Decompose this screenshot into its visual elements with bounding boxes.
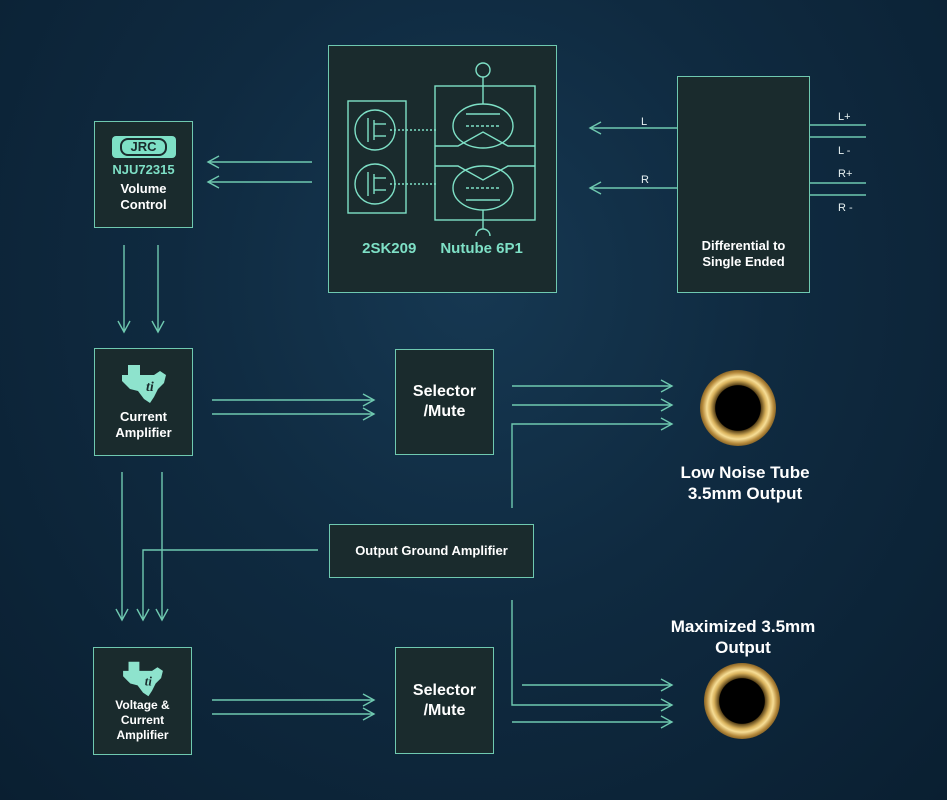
current-amplifier-box: ti Current Amplifier bbox=[94, 348, 193, 456]
selector-mute-bottom-box: Selector /Mute bbox=[395, 647, 494, 754]
volume-chip-label: NJU72315 bbox=[112, 162, 175, 177]
output-ground-amplifier-box: Output Ground Amplifier bbox=[329, 524, 534, 578]
input-l-plus-label: L+ bbox=[838, 111, 851, 123]
volume-label: Volume Control bbox=[120, 181, 167, 212]
ti-logo-icon: ti bbox=[122, 661, 163, 696]
svg-text:ti: ti bbox=[144, 674, 152, 688]
wire-ground-to-jack-top bbox=[511, 417, 674, 508]
input-r-plus-label: R+ bbox=[838, 168, 853, 180]
jrc-logo: JRC bbox=[111, 136, 176, 158]
tube-schematic-icon bbox=[347, 62, 536, 236]
voltage-current-amplifier-label: Voltage & Current Amplifier bbox=[115, 697, 170, 742]
wire-ground-to-jack-bottom bbox=[511, 600, 674, 712]
maximized-jack-icon bbox=[704, 663, 780, 739]
channel-right-label: R bbox=[641, 174, 649, 186]
input-r-minus-label: R - bbox=[838, 202, 853, 214]
selector-mute-top-box: Selector /Mute bbox=[395, 349, 494, 455]
selector-bottom-label: Selector /Mute bbox=[412, 681, 477, 719]
low-noise-jack-icon bbox=[700, 370, 776, 446]
volume-control-box: JRC NJU72315 Volume Control bbox=[94, 121, 193, 228]
wire-ground-to-voltage bbox=[136, 549, 318, 622]
differential-label: Differential to Single Ended bbox=[701, 238, 786, 269]
tube-label: Nutube 6P1 bbox=[440, 240, 523, 257]
current-amplifier-label: Current Amplifier bbox=[115, 409, 172, 440]
svg-text:ti: ti bbox=[146, 380, 154, 395]
maximized-output-label: Maximized 3.5mm Output bbox=[670, 617, 816, 657]
ti-logo-icon: ti bbox=[121, 365, 166, 403]
channel-left-label: L bbox=[641, 116, 648, 128]
voltage-current-amplifier-box: ti Voltage & Current Amplifier bbox=[93, 647, 192, 755]
output-ground-amplifier-label: Output Ground Amplifier bbox=[355, 543, 508, 558]
selector-top-label: Selector /Mute bbox=[412, 383, 477, 420]
input-l-minus-label: L - bbox=[838, 145, 851, 157]
fet-label: 2SK209 bbox=[362, 240, 417, 257]
differential-box: Differential to Single Ended bbox=[677, 76, 810, 293]
tube-stage-box: 2SK209 Nutube 6P1 bbox=[328, 45, 557, 293]
low-noise-output-label: Low Noise Tube 3.5mm Output bbox=[680, 463, 810, 503]
